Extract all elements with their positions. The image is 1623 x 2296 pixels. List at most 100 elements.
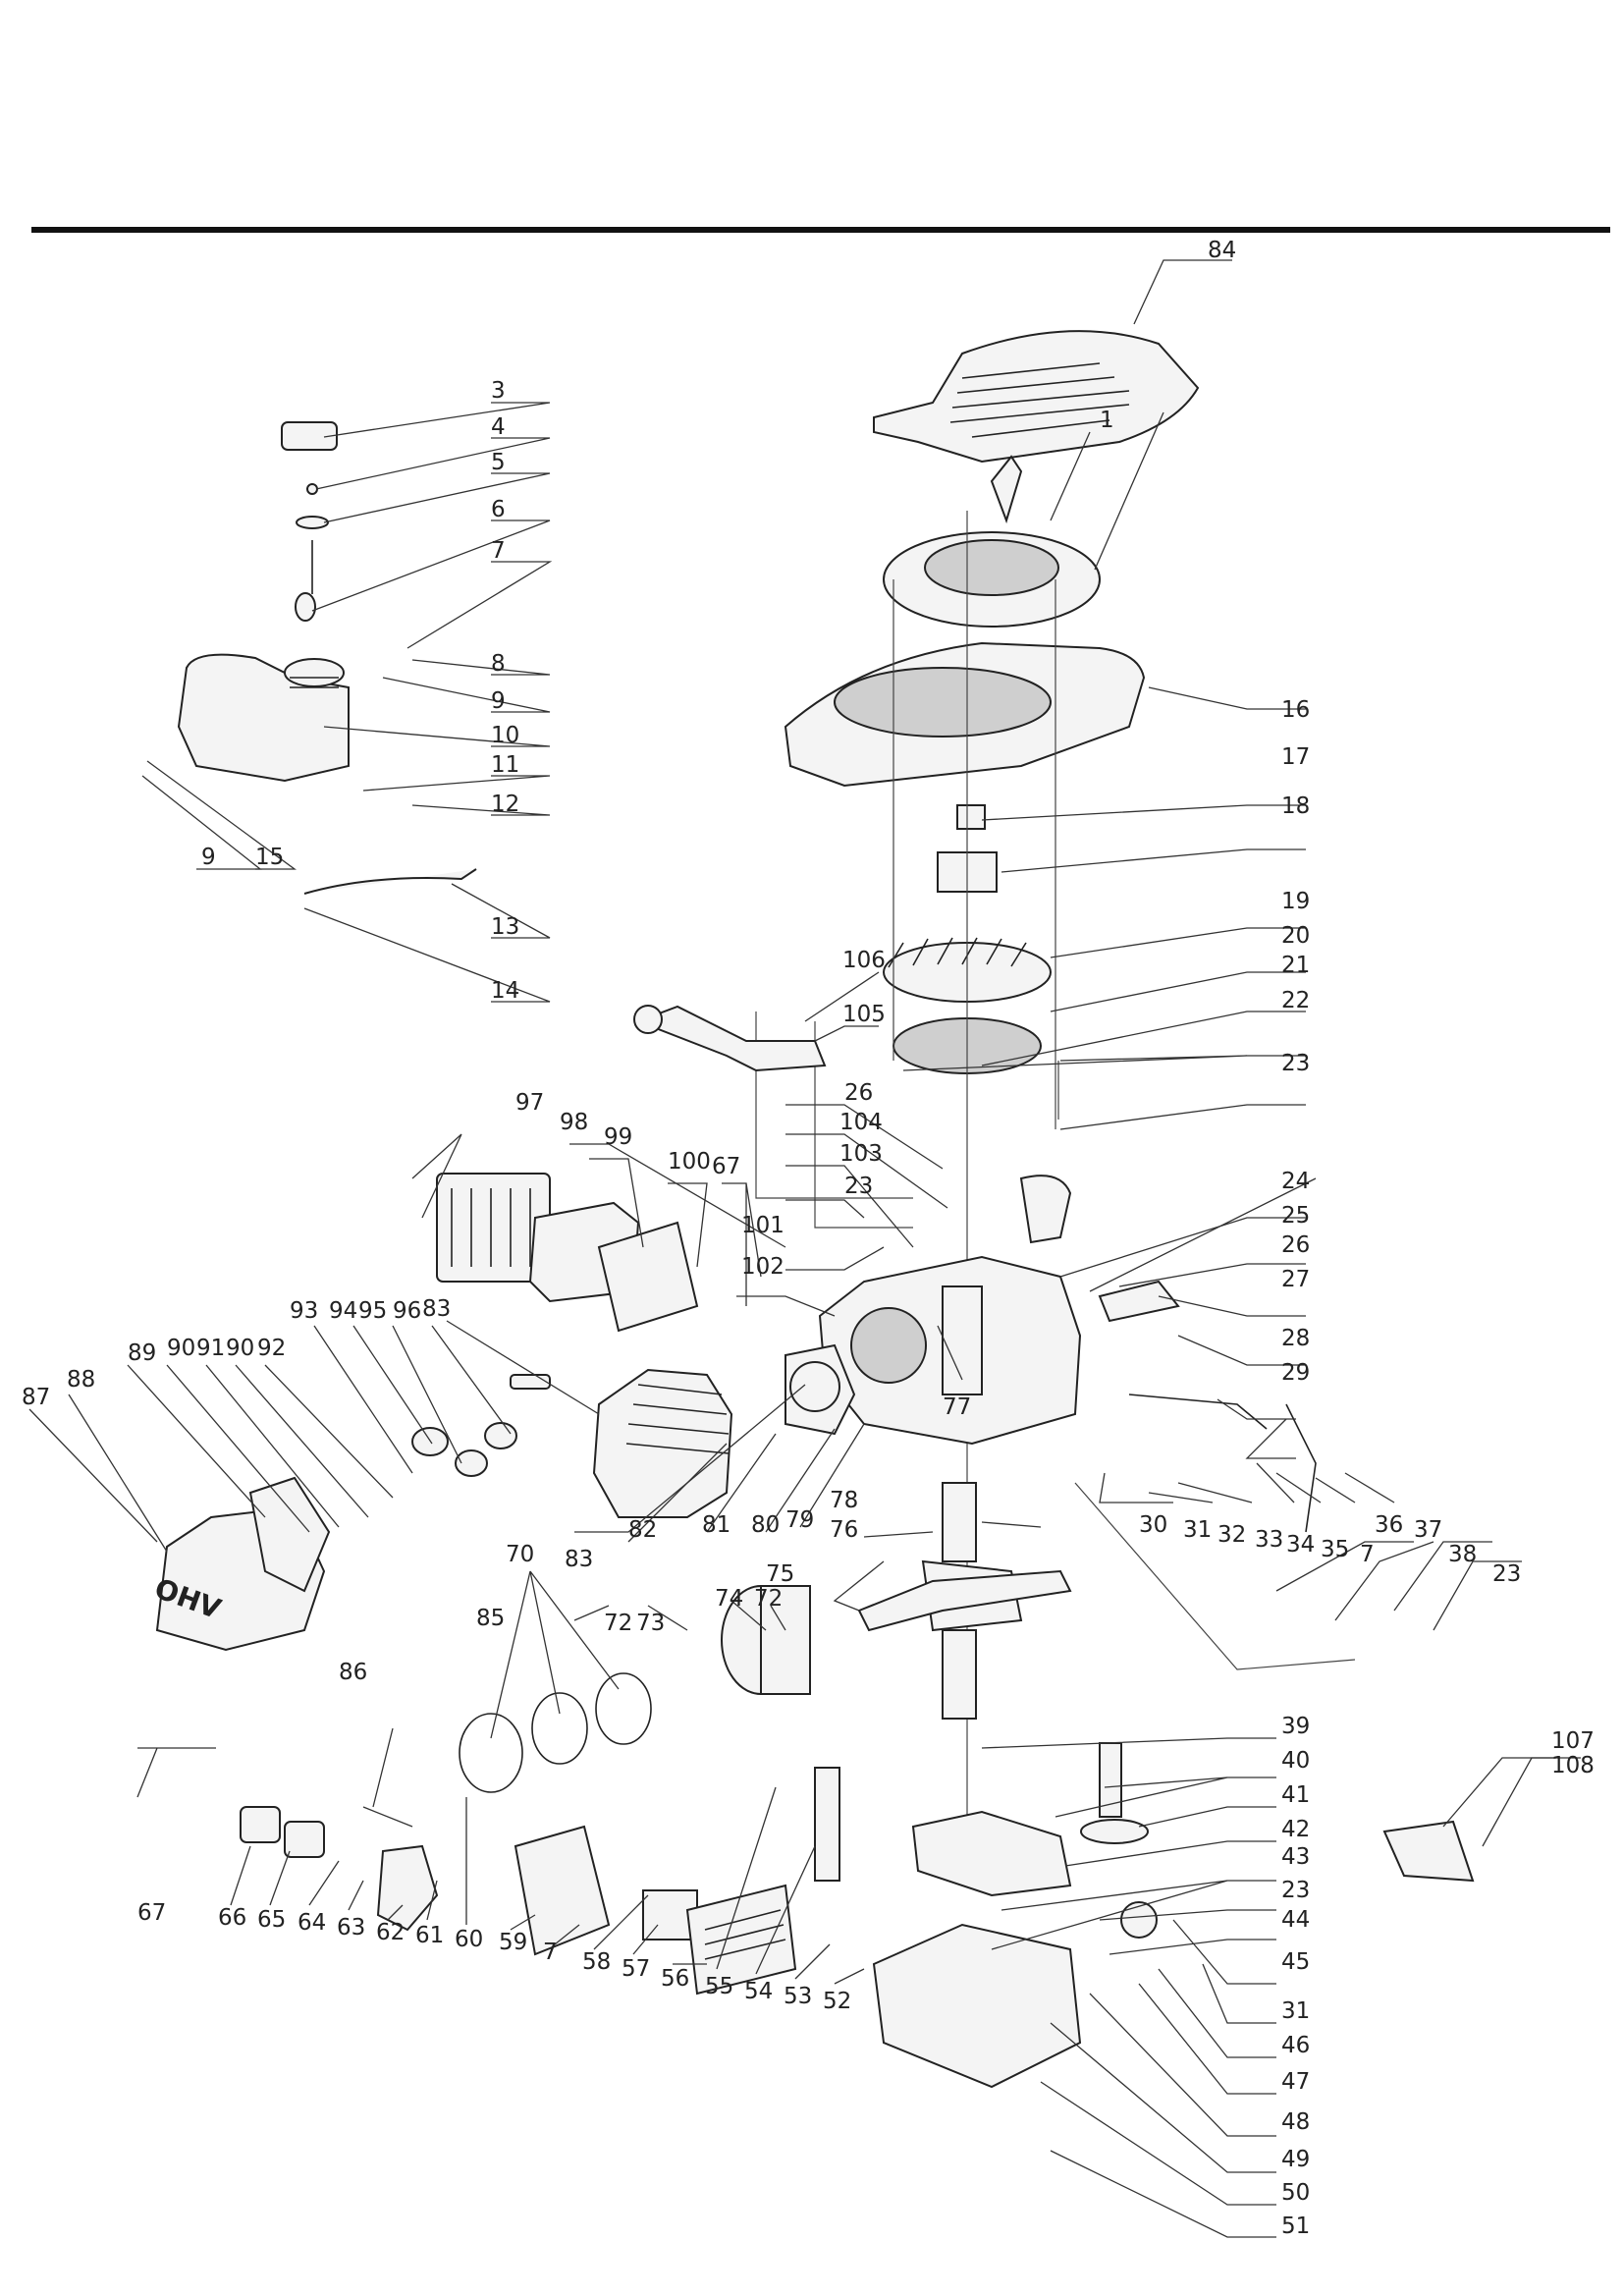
governor-linkage-part [1098, 1280, 1317, 1533]
callout-1: 1 [1100, 408, 1114, 433]
callout-24: 24 [1281, 1169, 1310, 1194]
callout-96: 96 [393, 1298, 421, 1324]
intake-insulator-part [240, 1806, 325, 1858]
callout-53: 53 [784, 1984, 812, 2009]
piston-part [721, 1585, 811, 1695]
air-filter-base-part [514, 1825, 611, 1956]
callout-50: 50 [1281, 2180, 1310, 2206]
callout-23-top: 23 [1281, 1051, 1310, 1076]
callout-55: 55 [705, 1974, 733, 1999]
callout-83-top: 83 [422, 1296, 451, 1322]
callout-75: 75 [766, 1561, 794, 1587]
callout-106: 106 [842, 948, 886, 973]
governor-gear-part [1120, 1901, 1158, 1939]
callout-64: 64 [298, 1910, 326, 1936]
rocker-cover-gasket-part [248, 1476, 331, 1593]
callout-65: 65 [257, 1907, 286, 1933]
callout-72-left: 72 [604, 1611, 632, 1636]
callout-42: 42 [1281, 1817, 1310, 1842]
callout-22: 22 [1281, 988, 1310, 1013]
callout-95: 95 [358, 1298, 387, 1324]
callout-82: 82 [628, 1517, 657, 1543]
bracket-part [1382, 1820, 1475, 1883]
callout-90-a: 90 [226, 1336, 254, 1361]
callout-45: 45 [1281, 1949, 1310, 1975]
crankcase-cover-gasket-part [911, 1810, 1072, 1897]
callout-79: 79 [785, 1507, 814, 1533]
callout-9-right: 9 [491, 688, 506, 714]
assembly-axes [755, 511, 1356, 1846]
starter-cover-part [873, 330, 1200, 464]
callout-99: 99 [604, 1124, 632, 1150]
carburetor-part [376, 1844, 439, 1932]
callout-93: 93 [290, 1298, 318, 1324]
callout-76: 76 [830, 1517, 858, 1543]
callout-67-bottom: 67 [137, 1900, 166, 1926]
callout-66: 66 [218, 1905, 246, 1931]
callout-67-top: 67 [712, 1154, 740, 1179]
callout-13: 13 [491, 914, 519, 940]
callout-28: 28 [1281, 1326, 1310, 1351]
callout-18: 18 [1281, 793, 1310, 819]
connecting-rod-part [857, 1569, 1072, 1632]
callout-90-b: 90 [167, 1336, 195, 1361]
callout-35: 35 [1321, 1537, 1349, 1562]
crankcase-part [818, 1175, 1082, 1446]
callout-4: 4 [491, 414, 506, 440]
header-rule [31, 227, 1610, 233]
callout-19: 19 [1281, 889, 1310, 914]
fuel-tank-part [177, 653, 350, 783]
callout-7-bottom: 7 [543, 1940, 558, 1965]
callout-41: 41 [1281, 1782, 1310, 1808]
callout-58: 58 [582, 1949, 611, 1975]
callout-23-center: 23 [844, 1174, 873, 1199]
callout-57: 57 [622, 1956, 650, 1982]
callout-92: 92 [257, 1336, 286, 1361]
callout-23-lower: 23 [1281, 1878, 1310, 1903]
callout-40: 40 [1281, 1748, 1310, 1774]
flywheel-nut-part [956, 804, 986, 830]
crankcase-cover-part [872, 1923, 1082, 2089]
callout-89: 89 [128, 1340, 156, 1366]
callout-46: 46 [1281, 2033, 1310, 2058]
leader-lines [28, 259, 1581, 2238]
callout-104: 104 [839, 1110, 883, 1135]
callout-98: 98 [560, 1110, 588, 1135]
callout-26-center: 26 [844, 1080, 873, 1106]
callout-33: 33 [1255, 1527, 1283, 1553]
callout-74: 74 [715, 1586, 743, 1612]
callout-85: 85 [476, 1606, 505, 1631]
callout-83-bottom: 83 [565, 1547, 593, 1572]
callout-48: 48 [1281, 2109, 1310, 2135]
fuel-cap-part [281, 421, 338, 451]
callout-60: 60 [455, 1927, 483, 1952]
callout-86: 86 [339, 1660, 367, 1685]
callout-54: 54 [744, 1979, 773, 2004]
callout-47: 47 [1281, 2069, 1310, 2095]
callout-44: 44 [1281, 1907, 1310, 1933]
valve-springs-part [411, 1422, 517, 1477]
callout-62: 62 [376, 1920, 405, 1945]
callout-15: 15 [255, 845, 284, 870]
callout-3: 3 [491, 378, 506, 404]
fuel-line-part [303, 868, 477, 895]
spark-plug-part [510, 1374, 551, 1390]
callout-32: 32 [1217, 1522, 1246, 1548]
callout-34: 34 [1286, 1532, 1315, 1558]
callout-30: 30 [1139, 1512, 1167, 1538]
callout-31-lower: 31 [1281, 1998, 1310, 2024]
callout-94: 94 [329, 1298, 357, 1324]
callout-21: 21 [1281, 953, 1310, 978]
callout-97: 97 [515, 1090, 544, 1116]
callout-29: 29 [1281, 1360, 1310, 1386]
callout-87: 87 [22, 1385, 50, 1410]
recoil-starter-part [883, 455, 1101, 628]
muffler-gasket-part [597, 1221, 699, 1333]
callout-72-right: 72 [754, 1586, 783, 1612]
camshaft-gear-part [1080, 1742, 1149, 1844]
callout-108: 108 [1551, 1753, 1595, 1778]
ignition-coil-part [633, 1005, 827, 1072]
callout-102: 102 [741, 1254, 784, 1280]
callout-59: 59 [499, 1930, 527, 1955]
